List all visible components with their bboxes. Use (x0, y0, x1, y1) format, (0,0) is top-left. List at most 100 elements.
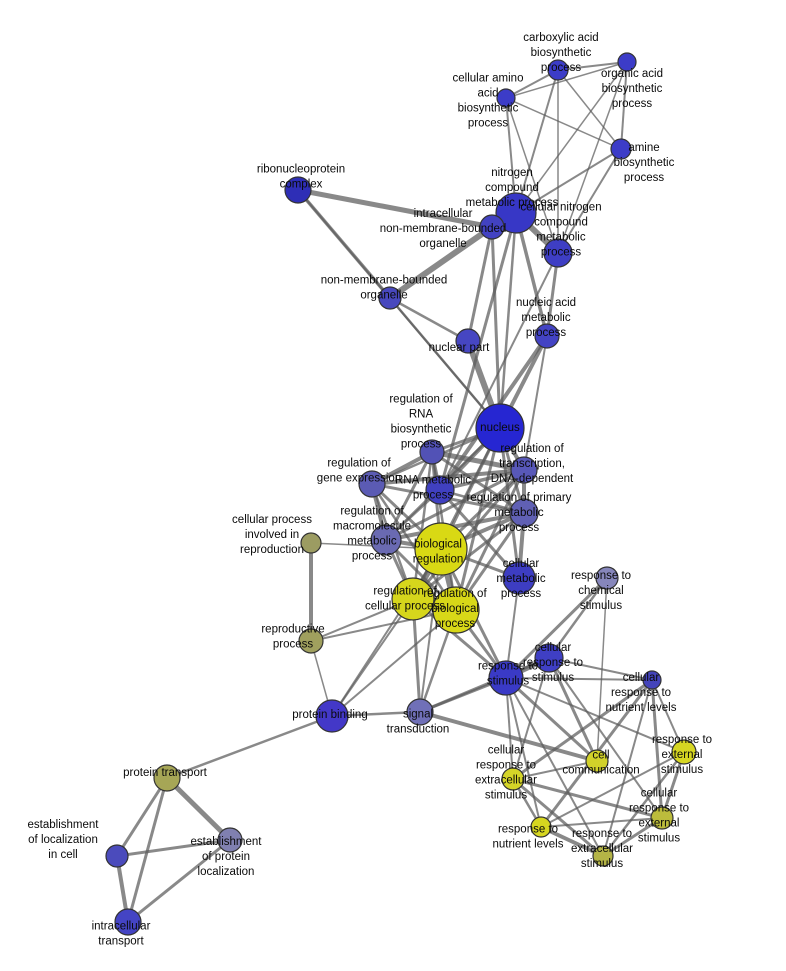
node-resp_nutrient[interactable] (530, 816, 552, 838)
node-resp_external[interactable] (671, 739, 697, 765)
node-org_acid[interactable] (617, 52, 637, 72)
edge-cell_resp_nutrient-cell_resp_external (650, 679, 664, 819)
edge-reg_cell_proc-protein_binding (331, 598, 414, 717)
node-response_stim[interactable] (488, 660, 524, 696)
edge-cell_resp_external-resp_nutrient (540, 817, 663, 828)
node-amine[interactable] (610, 138, 632, 160)
edge-carbox-nitrogen (515, 69, 559, 214)
edge-carbox-org_acid (557, 61, 628, 71)
edge-nmbo-nuclear_part (389, 296, 469, 343)
node-label-nuclear_part: nuclear part (429, 342, 491, 354)
edge-resp_chem-cell_resp_stim (547, 577, 609, 659)
node-ribo[interactable] (284, 176, 312, 204)
edge-intra_nmbo-nmbo (388, 224, 494, 301)
node-cell_resp_external[interactable] (650, 806, 674, 830)
node-reg_cell_proc[interactable] (391, 577, 435, 621)
edge-response_stim-resp_external (505, 677, 685, 753)
node-nucleus[interactable] (475, 403, 525, 453)
edge-cell_amino-amine (505, 97, 622, 150)
node-signal[interactable] (406, 698, 434, 726)
edge-cell_resp_extracell-cell_comm (512, 760, 598, 780)
node-carbox[interactable] (547, 59, 569, 81)
edge-resp_external-resp_nutrient (540, 751, 685, 828)
edge-protein_transport-est_loc_cell (115, 777, 169, 857)
edge-org_acid-cell_amino (505, 61, 628, 99)
edge-cell_resp_external-resp_extracell (602, 816, 663, 858)
edge-intra_nmbo-nuclear_part (466, 226, 494, 342)
edge-intra_nmbo-nucleus (490, 226, 502, 429)
node-reg_bio_proc[interactable] (432, 586, 480, 634)
node-repro_proc[interactable] (298, 628, 324, 654)
node-nitrogen[interactable] (495, 192, 537, 234)
node-est_prot_loc[interactable] (217, 827, 243, 853)
node-resp_extracell[interactable] (592, 845, 614, 867)
node-reg_rna_bio[interactable] (419, 439, 445, 465)
edge-cell_comm-signal (419, 710, 598, 763)
node-bio_reg[interactable] (414, 522, 468, 576)
node-cell_resp_nutrient[interactable] (642, 670, 662, 690)
node-nmbo[interactable] (378, 286, 402, 310)
edge-cell_amino-cell_nitrogen (505, 97, 559, 254)
node-protein_transport[interactable] (153, 764, 181, 792)
node-reg_gene_expr[interactable] (358, 470, 386, 498)
node-nuclear_part[interactable] (455, 328, 481, 354)
node-label-protein_transport: protein transport (123, 767, 208, 779)
node-intra_transport[interactable] (114, 908, 142, 936)
edge-cell_resp_nutrient-resp_extracell (602, 679, 653, 857)
node-cell_amino[interactable] (496, 88, 516, 108)
node-cell_resp_stim[interactable] (534, 643, 564, 673)
edge-protein_binding-protein_transport (166, 714, 333, 780)
node-cell_resp_extracell[interactable] (501, 767, 525, 791)
edge-reg_bio_proc-protein_binding (331, 609, 457, 717)
node-cell_comm[interactable] (585, 749, 609, 773)
edge-cell_resp_stim-cell_comm (547, 657, 599, 762)
edge-cell_resp_stim-cell_resp_external (548, 657, 663, 819)
edge-cell_resp_stim-cell_resp_nutrient (548, 657, 653, 681)
node-reg_macro[interactable] (370, 524, 402, 556)
node-protein_binding[interactable] (315, 699, 349, 733)
edge-response_stim-cell_resp_nutrient (505, 677, 653, 681)
edge-est_prot_loc-intra_transport (127, 838, 231, 924)
edge-resp_nutrient-resp_extracell (540, 825, 604, 858)
edge-org_acid-cell_nitrogen (557, 61, 628, 254)
node-cell_proc_repro[interactable] (300, 532, 322, 554)
node-intra_nmbo[interactable] (479, 214, 505, 240)
node-nucleic[interactable] (534, 323, 560, 349)
node-reg_transcription[interactable] (510, 456, 538, 484)
node-label-protein_binding: protein binding (292, 709, 367, 721)
node-cell_nitrogen[interactable] (543, 238, 573, 268)
node-est_loc_cell[interactable] (105, 844, 129, 868)
node-reg_primary[interactable] (509, 498, 539, 528)
node-label-nucleus: nucleus (480, 422, 520, 434)
edge-response_stim-resp_extracell (505, 677, 604, 857)
node-resp_chem[interactable] (595, 566, 619, 590)
edge-org_acid-amine (620, 61, 628, 150)
node-cell_met[interactable] (502, 561, 536, 595)
node-rna_met[interactable] (425, 475, 455, 505)
